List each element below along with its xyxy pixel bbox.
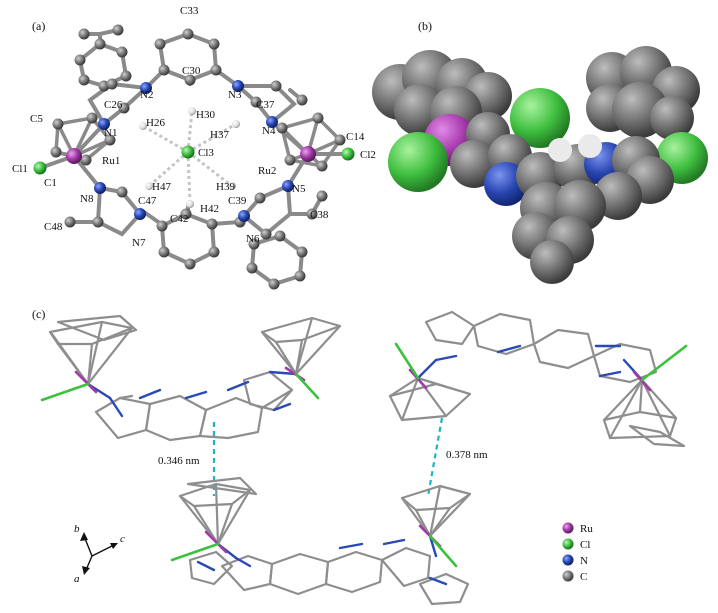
- atom-label: Ru1: [102, 155, 120, 167]
- atom-label: H30: [196, 109, 215, 121]
- atom-label: C26: [104, 99, 123, 111]
- atom-label: C14: [346, 131, 365, 143]
- axis-label-c: c: [120, 533, 125, 545]
- atom-label: C42: [170, 213, 188, 225]
- panel-b-tag: (b): [418, 19, 432, 33]
- atom-label: C39: [228, 195, 247, 207]
- atom-label: C47: [138, 195, 157, 207]
- atom-label: C37: [256, 99, 275, 111]
- panel-c-tag: (c): [32, 307, 45, 321]
- atom-label: Cl2: [360, 149, 376, 161]
- atom-label: C38: [310, 209, 329, 221]
- distance-label-2: 0.378 nm: [446, 449, 488, 461]
- atom-label: N1: [104, 127, 117, 139]
- legend-swatch-n: [562, 554, 574, 566]
- atom-label: H26: [146, 117, 165, 129]
- atom-label: H47: [152, 181, 171, 193]
- atoms-nitrogen: [94, 80, 294, 222]
- atom-label: H42: [200, 203, 219, 215]
- legend-label-n: N: [580, 555, 588, 567]
- legend-label-ru: Ru: [580, 523, 593, 535]
- atom-label: H37: [210, 129, 229, 141]
- atom-label: Cl3: [198, 147, 214, 159]
- atom-label: C48: [44, 221, 63, 233]
- legend-label-c: C: [580, 571, 587, 583]
- legend-label-cl: Cl: [580, 539, 590, 551]
- molecule-bottom: [170, 476, 472, 606]
- ru2-atom: [300, 146, 316, 162]
- molecule-top-right: [388, 310, 688, 448]
- atom-label: N5: [292, 183, 306, 195]
- atom-label: N6: [246, 233, 260, 245]
- legend-swatch-c: [562, 570, 574, 582]
- atom-legend: Ru Cl N C: [562, 522, 593, 583]
- atom-label: C30: [182, 65, 201, 77]
- atom-label: Cl1: [12, 163, 28, 175]
- atom-label: C5: [30, 113, 43, 125]
- molecule-top-left: [40, 314, 342, 442]
- atom-label: N2: [140, 89, 153, 101]
- atom-label: N7: [132, 237, 146, 249]
- pi-distance-line-2: [426, 417, 444, 497]
- ru1-atom: [66, 148, 82, 164]
- axis-label-a: a: [74, 573, 80, 585]
- atom-labels: C33 C30 N2 N3 C26 H30 C37 H26 N4 C5 N1 H…: [12, 5, 376, 249]
- panel-a-tag: (a): [32, 19, 45, 33]
- panel-a: (a): [12, 5, 376, 290]
- axis-label-b: b: [74, 523, 80, 535]
- atom-label: C33: [180, 5, 199, 17]
- legend-swatch-ru: [562, 522, 574, 534]
- atom-label: N3: [228, 89, 242, 101]
- cl1-atom: [33, 161, 47, 175]
- atom-label: Ru2: [258, 165, 276, 177]
- atom-label: H39: [216, 181, 235, 193]
- atom-label: C1: [44, 177, 57, 189]
- distance-label-1: 0.346 nm: [158, 455, 200, 467]
- crystal-axes: b c a: [74, 523, 125, 585]
- hydrogen-bonds: [142, 110, 237, 205]
- panel-c: (c): [32, 307, 688, 606]
- atoms-hydrogen: [139, 107, 240, 208]
- atom-label: N8: [80, 193, 94, 205]
- cl2-atom: [341, 147, 355, 161]
- cl3-atom: [181, 145, 195, 159]
- atom-label: N4: [262, 125, 276, 137]
- panel-b: (b): [372, 19, 708, 284]
- legend-swatch-cl: [562, 538, 574, 550]
